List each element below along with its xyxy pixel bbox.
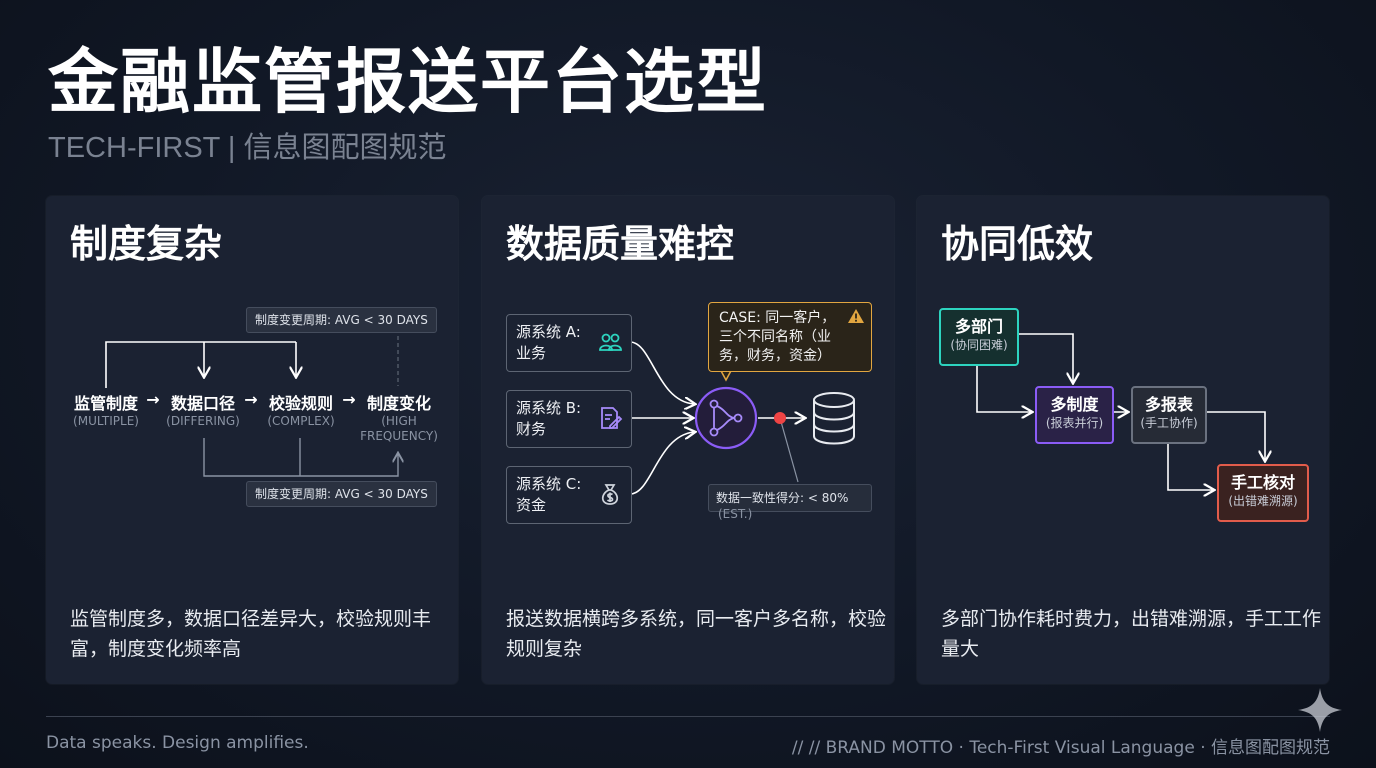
arrow-glyph: →: [146, 390, 160, 409]
money-bag-icon: [601, 484, 619, 505]
node-multi-report: 多报表 (手工协作): [1131, 386, 1207, 444]
users-icon: [599, 333, 622, 351]
node-data-scope: 数据口径 (DIFFERING): [166, 390, 240, 429]
card-description: 监管制度多，数据口径差异大，校验规则丰富，制度变化频率高: [70, 608, 432, 660]
node-sublabel: (出错难溯源): [1228, 494, 1298, 508]
card-description: 报送数据横跨多系统，同一客户多名称，校验规则复杂: [506, 608, 887, 660]
document-edit-icon: [601, 407, 623, 429]
case-callout: CASE: 同一客户，三个不同名称（业务，财务，资金）: [708, 302, 872, 372]
policy-flow-connectors: [105, 336, 458, 477]
node-label: 数据口径: [170, 394, 235, 413]
warning-icon: [848, 309, 864, 323]
source-system-c: 源系统 C: 资金: [506, 466, 632, 524]
node-label: 多报表: [1144, 395, 1193, 414]
consistency-score-tag: 数据一致性得分: < 80%: [708, 484, 872, 512]
issue-dot: [774, 412, 786, 424]
page-subtitle: TECH-FIRST | 信息图配图规范: [48, 132, 447, 164]
node-sublabel: (DIFFERING): [166, 414, 240, 428]
source-label: 源系统 B: 财务: [516, 399, 582, 438]
footer-divider: [46, 716, 1330, 717]
source-label: 源系统 C: 资金: [516, 475, 582, 514]
node-multi-department: 多部门 (协同困难): [939, 308, 1019, 366]
node-sublabel: (COMPLEX): [267, 414, 335, 428]
collab-flow-connectors: [976, 333, 1329, 684]
node-policy-change: 制度变化 (HIGH FREQUENCY): [360, 390, 438, 444]
cycle-tag-bottom: 制度变更周期: AVG < 30 DAYS: [246, 481, 437, 507]
node-sublabel: (报表并行): [1045, 416, 1104, 430]
node-label: 校验规则: [268, 394, 333, 413]
node-validation-rules: 校验规则 (COMPLEX): [264, 390, 338, 429]
node-label: 多制度: [1050, 395, 1099, 414]
arrow-glyph: →: [244, 390, 258, 409]
source-system-b: 源系统 B: 财务: [506, 390, 632, 448]
node-sublabel: (协同困难): [950, 338, 1008, 352]
node-label: 多部门: [954, 317, 1003, 336]
card-policy-complexity: 制度复杂 制度变更周期: AVG < 30 DAYS 制度变更周期: AVG <…: [46, 196, 458, 684]
card-title: 制度复杂: [70, 222, 223, 266]
sparkle-icon: [1298, 688, 1342, 732]
case-text: CASE: 同一客户，三个不同名称（业务，财务，资金）: [719, 310, 836, 364]
card-collaboration: 协同低效 多部门 (协同困难) 多制度 (报表并行) 多报表 (手工协作) 手工…: [917, 196, 1329, 684]
page-title: 金融监管报送平台选型: [48, 41, 768, 123]
node-regulation: 监管制度 (MULTIPLE): [70, 390, 142, 429]
node-sublabel: FREQUENCY): [360, 429, 438, 443]
card-title: 协同低效: [941, 222, 1094, 266]
node-manual-check: 手工核对 (出错难溯源): [1217, 464, 1309, 522]
arrow-glyph: →: [342, 390, 356, 409]
card-data-quality: 数据质量难控: [482, 196, 894, 684]
node-label: 监管制度: [73, 394, 138, 413]
source-label: 源系统 A: 业务: [516, 323, 581, 362]
card-title: 数据质量难控: [506, 222, 735, 266]
data-flow-connectors: [629, 341, 855, 495]
source-system-a: 源系统 A: 业务: [506, 314, 632, 372]
score-estimate-note: (EST.): [718, 507, 753, 521]
node-multi-policy: 多制度 (报表并行): [1035, 386, 1114, 444]
node-label: 手工核对: [1230, 473, 1295, 492]
database-icon: [813, 392, 855, 445]
node-sublabel: (手工协作): [1140, 416, 1198, 430]
cycle-tag-top: 制度变更周期: AVG < 30 DAYS: [246, 307, 437, 333]
node-label: 制度变化: [366, 394, 431, 413]
card-description: 多部门协作耗时费力，出错难溯源，手工工作量大: [941, 608, 1322, 660]
footer-tagline: Data speaks. Design amplifies.: [46, 733, 309, 753]
merge-flow-icon: [709, 399, 743, 437]
footer-brand-motto: // // BRAND MOTTO · Tech-First Visual La…: [791, 738, 1330, 758]
score-text: 数据一致性得分: < 80%: [716, 491, 849, 505]
node-sublabel: (MULTIPLE): [73, 414, 139, 428]
node-sublabel: (HIGH: [381, 414, 417, 428]
